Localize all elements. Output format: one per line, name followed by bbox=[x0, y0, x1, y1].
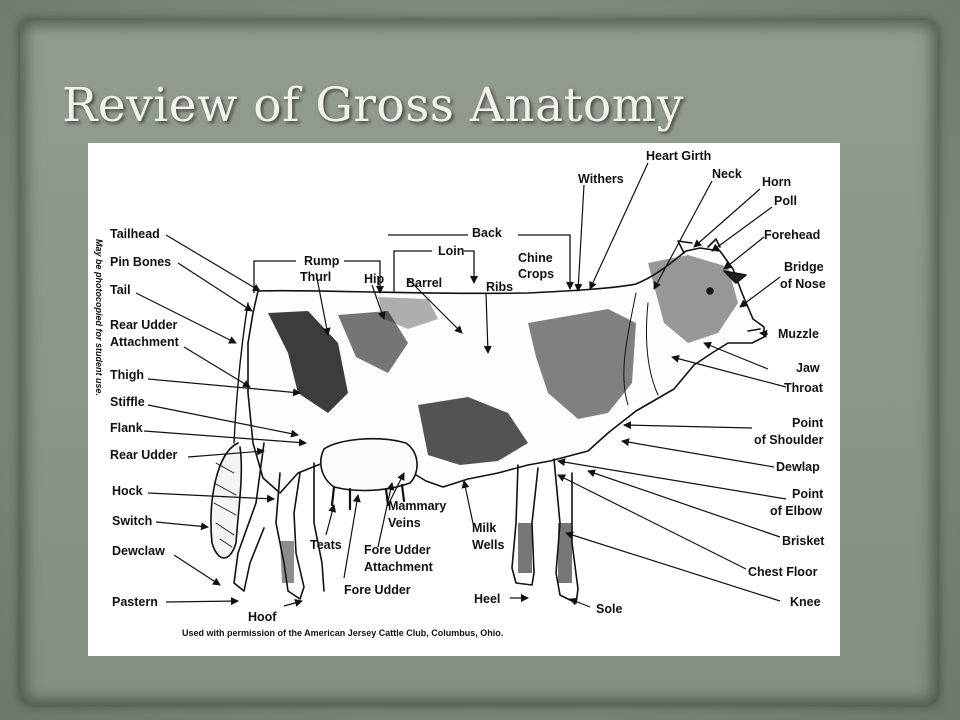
label-bridge-of-nose-line2: of Nose bbox=[780, 277, 826, 291]
credit-text: Used with permission of the American Jer… bbox=[182, 628, 503, 638]
label-muzzle: Muzzle bbox=[778, 327, 819, 341]
leader-lines bbox=[135, 162, 787, 608]
label-hock: Hock bbox=[112, 484, 143, 498]
label-bridge-of-nose-line1: Bridge bbox=[784, 260, 824, 274]
label-barrel: Barrel bbox=[406, 276, 442, 290]
label-rear-udder: Rear Udder bbox=[110, 448, 178, 462]
label-milk-wells-line1: Milk bbox=[472, 521, 496, 535]
label-milk-wells-line2: Wells bbox=[472, 538, 504, 552]
label-ribs: Ribs bbox=[486, 280, 513, 294]
anatomy-labels: Tailhead Pin Bones Tail Rear Udder Attac… bbox=[94, 149, 826, 638]
label-chine: Chine bbox=[518, 251, 553, 265]
slide-title: Review of Gross Anatomy bbox=[62, 78, 684, 133]
label-loin: Loin bbox=[438, 244, 464, 258]
label-forehead: Forehead bbox=[764, 228, 820, 242]
label-switch: Switch bbox=[112, 514, 152, 528]
label-withers: Withers bbox=[578, 172, 624, 186]
label-crops: Crops bbox=[518, 267, 554, 281]
label-mammary-veins-line1: Mammary bbox=[388, 499, 446, 513]
label-thurl: Thurl bbox=[300, 270, 331, 284]
label-flank: Flank bbox=[110, 421, 143, 435]
label-teats: Teats bbox=[310, 538, 342, 552]
label-point-of-shoulder-line2: of Shoulder bbox=[754, 433, 824, 447]
label-hoof: Hoof bbox=[248, 610, 277, 624]
label-dewclaw: Dewclaw bbox=[112, 544, 165, 558]
label-throat: Throat bbox=[784, 381, 824, 395]
label-brisket: Brisket bbox=[782, 534, 825, 548]
label-heel: Heel bbox=[474, 592, 500, 606]
label-fore-udder-attachment-line1: Fore Udder bbox=[364, 543, 431, 557]
bracket-lines bbox=[253, 234, 574, 294]
label-thigh: Thigh bbox=[110, 368, 144, 382]
label-chest-floor: Chest Floor bbox=[748, 565, 818, 579]
label-tailhead: Tailhead bbox=[110, 227, 160, 241]
label-stiffle: Stiffle bbox=[110, 395, 145, 409]
label-dewlap: Dewlap bbox=[776, 460, 820, 474]
label-rear-udder-attachment-line1: Rear Udder bbox=[110, 318, 178, 332]
label-heart-girth: Heart Girth bbox=[646, 149, 711, 163]
label-pin-bones: Pin Bones bbox=[110, 255, 171, 269]
label-knee: Knee bbox=[790, 595, 821, 609]
photocopy-note: May be photocopied for student use. bbox=[94, 239, 104, 396]
label-jaw: Jaw bbox=[796, 361, 820, 375]
label-rump: Rump bbox=[304, 254, 340, 268]
cow-anatomy-diagram: Tailhead Pin Bones Tail Rear Udder Attac… bbox=[88, 143, 840, 656]
label-point-of-shoulder-line1: Point bbox=[792, 416, 824, 430]
label-back: Back bbox=[472, 226, 502, 240]
label-pastern: Pastern bbox=[112, 595, 158, 609]
cow-shading bbox=[268, 255, 738, 583]
label-horn: Horn bbox=[762, 175, 791, 189]
label-rear-udder-attachment-line2: Attachment bbox=[110, 335, 180, 349]
label-fore-udder: Fore Udder bbox=[344, 583, 411, 597]
label-point-of-elbow-line1: Point bbox=[792, 487, 824, 501]
label-point-of-elbow-line2: of Elbow bbox=[770, 504, 822, 518]
label-fore-udder-attachment-line2: Attachment bbox=[364, 560, 434, 574]
label-tail: Tail bbox=[110, 283, 131, 297]
label-hip: Hip bbox=[364, 272, 385, 286]
label-poll: Poll bbox=[774, 194, 797, 208]
label-neck: Neck bbox=[712, 167, 742, 181]
label-mammary-veins-line2: Veins bbox=[388, 516, 421, 530]
label-sole: Sole bbox=[596, 602, 622, 616]
